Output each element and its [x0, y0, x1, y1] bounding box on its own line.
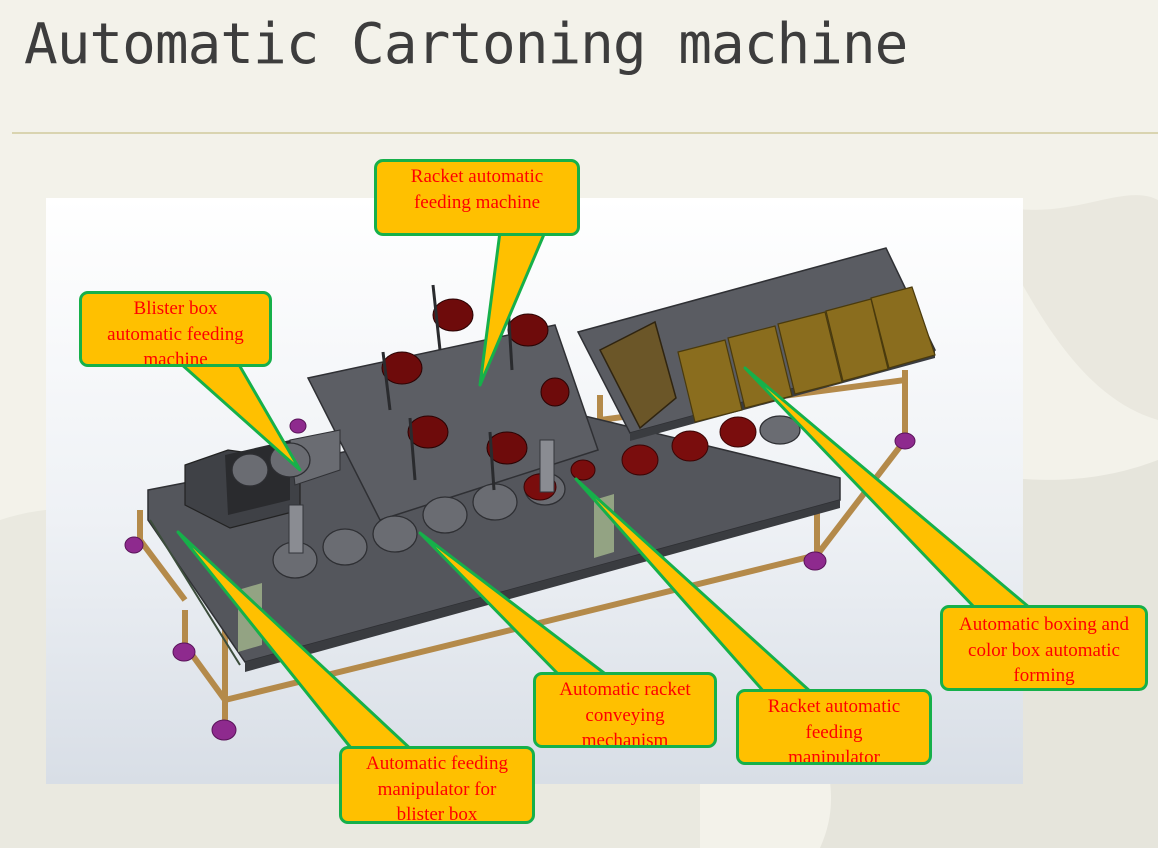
pointer-boxing-forming	[743, 366, 1032, 610]
pointer-racket-feeding-machine	[478, 230, 547, 387]
pointer-blister-manipulator	[176, 530, 417, 755]
page-title: Automatic Cartoning machine	[24, 12, 908, 77]
callout-racket-feeding-machine: Racket automatic feeding machine	[374, 159, 580, 236]
callout-boxing-forming: Automatic boxing and color box automatic…	[940, 605, 1148, 691]
title-divider	[12, 132, 1158, 134]
callout-blister-feeding-machine: Blister box automatic feeding machine	[79, 291, 272, 367]
callout-racket-conveying: Automatic racket conveying mechanism	[533, 672, 717, 748]
callout-racket-manipulator: Racket automatic feeding manipulator	[736, 689, 932, 765]
callout-blister-manipulator: Automatic feeding manipulator for bliste…	[339, 746, 535, 824]
pointer-racket-conveying	[418, 531, 610, 678]
pointer-blister-feeding-machine	[178, 361, 302, 472]
machine-drawing	[124, 247, 937, 741]
pointer-racket-manipulator	[574, 477, 814, 695]
